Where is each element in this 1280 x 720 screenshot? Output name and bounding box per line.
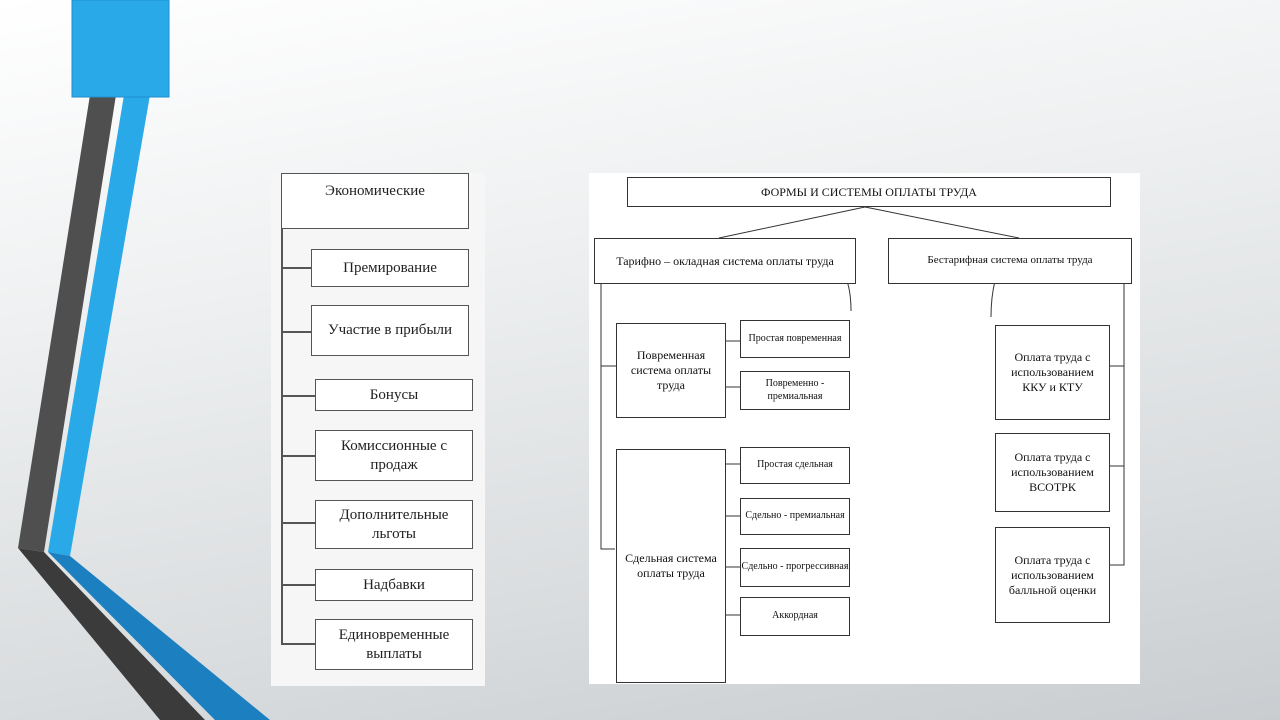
left-branch-line [281,331,311,333]
non-tariff-system-label: Бестарифная система оплаты труда [927,254,1093,267]
left-branch-line [281,584,315,586]
left-branch-line [281,267,311,269]
kku-ktu-box: Оплата труда с использованием ККУ и КТУ [995,325,1110,420]
time-based-label: Повременная система оплаты труда [630,348,712,392]
allowances-box: Надбавки [315,569,473,601]
piece-progressive-box: Сдельно - прогрессивная [740,548,850,587]
item-label: Участие в прибыли [327,322,453,339]
item-label: Надбавки [363,576,425,593]
time-bonus-box: Повременно - премиальная [740,371,850,410]
left-branch-line [281,455,315,457]
item-label: Единовременные выплаты [338,626,450,662]
diagram-title: ФОРМЫ И СИСТЕМЫ ОПЛАТЫ ТРУДА [761,184,977,199]
item-label: Дополнительные льготы [339,506,449,542]
vsotrk-label: Оплата труда с использованием ВСОТРК [1011,450,1094,494]
non-tariff-system-box: Бестарифная система оплаты труда [888,238,1132,284]
vsotrk-box: Оплата труда с использованием ВСОТРК [995,433,1110,512]
item-label: Комиссионные с продаж [340,437,448,473]
piece-bonus-label: Сдельно - премиальная [745,510,845,522]
left-branch-line [281,643,315,645]
economic-incentives-diagram: Экономические Премирование Участие в при… [271,173,485,686]
commissions-box: Комиссионные с продаж [315,430,473,481]
diagram-title-box: ФОРМЫ И СИСТЕМЫ ОПЛАТЫ ТРУДА [627,177,1111,207]
tariff-system-label: Тарифно – окладная система оплаты труда [616,253,834,268]
kku-ktu-label: Оплата труда с использованием ККУ и КТУ [1011,350,1094,394]
time-based-system-box: Повременная система оплаты труда [616,323,726,418]
bonuses-box: Бонусы [315,379,473,411]
piece-rate-system-box: Сдельная система оплаты труда [616,449,726,683]
point-score-box: Оплата труда с использованием балльной о… [995,527,1110,623]
left-trunk-line [281,229,283,643]
economic-root-label: Экономические [325,183,425,199]
simple-piece-box: Простая сдельная [740,447,850,484]
point-score-label: Оплата труда с использованием балльной о… [1008,552,1097,597]
piece-rate-label: Сдельная система оплаты труда [625,551,717,580]
left-branch-line [281,522,315,524]
profit-sharing-box: Участие в прибыли [311,305,469,356]
chord-pay-label: Аккордная [772,610,818,622]
pay-systems-diagram: ФОРМЫ И СИСТЕМЫ ОПЛАТЫ ТРУДА Тарифно – о… [589,173,1140,684]
tariff-system-box: Тарифно – окладная система оплаты труда [594,238,856,284]
piece-bonus-box: Сдельно - премиальная [740,498,850,535]
item-label: Премирование [343,259,437,276]
bonus-award-box: Премирование [311,249,469,287]
time-bonus-label: Повременно - премиальная [765,378,825,402]
item-label: Бонусы [369,386,419,403]
lump-sum-box: Единовременные выплаты [315,619,473,670]
chord-pay-box: Аккордная [740,597,850,636]
economic-root-box: Экономические [281,173,469,229]
simple-time-box: Простая повременная [740,320,850,358]
simple-time-label: Простая повременная [748,332,842,344]
piece-progressive-label: Сдельно - прогрессивная [741,561,849,573]
simple-piece-label: Простая сдельная [757,459,833,471]
extra-benefits-box: Дополнительные льготы [315,500,473,549]
left-branch-line [281,395,315,397]
